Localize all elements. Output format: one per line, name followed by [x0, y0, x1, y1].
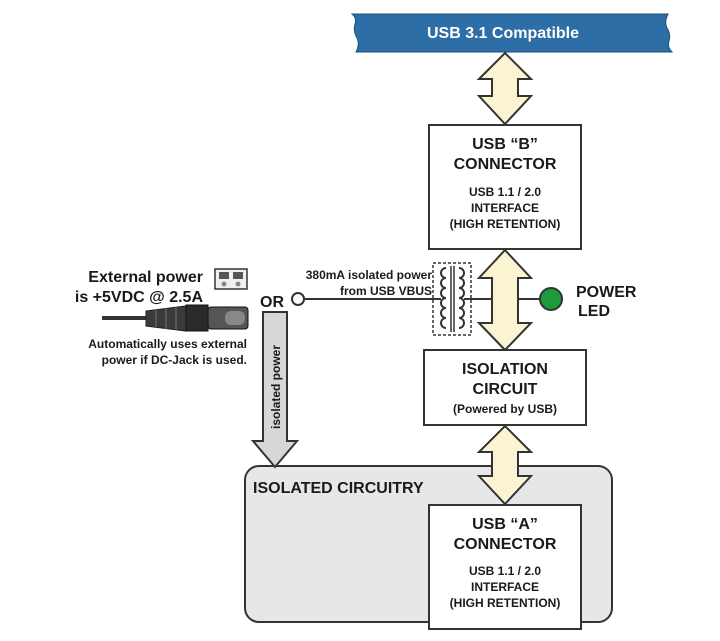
usb-b-title-2: CONNECTOR	[454, 156, 557, 173]
power-led-label-1: POWER	[576, 284, 637, 301]
usb-a-connector-box: USB “A” CONNECTOR USB 1.1 / 2.0 INTERFAC…	[428, 504, 582, 630]
usb-a-sub-1: USB 1.1 / 2.0	[469, 564, 541, 578]
usb-b-sub-3: (HIGH RETENTION)	[450, 217, 561, 231]
terminal-block-icon	[214, 268, 248, 290]
external-power-line-2: is +5VDC @ 2.5A	[75, 289, 204, 306]
usb-compatibility-banner: USB 3.1 Compatible	[350, 13, 674, 53]
usb-a-title-2: CONNECTOR	[454, 536, 557, 553]
banner-label: USB 3.1 Compatible	[427, 25, 579, 42]
usb-a-sub-2: INTERFACE	[471, 580, 539, 594]
power-led: POWER LED	[518, 284, 637, 320]
usb-b-sub-1: USB 1.1 / 2.0	[469, 185, 541, 199]
vbus-power-line-1: 380mA isolated power	[306, 268, 433, 282]
isolated-power-arrow: isolated power	[250, 311, 300, 469]
usb-b-title-1: USB “B”	[472, 136, 538, 153]
double-arrow-banner-usbb	[476, 51, 534, 126]
vbus-power-line-2: from USB VBUS	[340, 284, 432, 298]
external-power-note-2: power if DC-Jack is used.	[102, 353, 247, 367]
usb-a-title-1: USB “A”	[472, 516, 538, 533]
external-power-note-1: Automatically uses external	[88, 337, 247, 351]
vbus-power-line: 380mA isolated power from USB VBUS	[291, 268, 441, 306]
isolation-sub-1: (Powered by USB)	[453, 402, 557, 416]
transformer-coil-icon	[440, 267, 447, 329]
usb-b-connector-box: USB “B” CONNECTOR USB 1.1 / 2.0 INTERFAC…	[428, 124, 582, 250]
external-power-text: External power is +5VDC @ 2.5A Automatic…	[75, 269, 247, 367]
isolated-circuitry-label: ISOLATED CIRCUITRY	[253, 480, 424, 497]
isolation-title-2: CIRCUIT	[473, 381, 538, 398]
isolation-transformer	[432, 262, 492, 336]
external-power-line-1: External power	[88, 269, 203, 286]
power-led-label-2: LED	[578, 303, 610, 320]
or-node-icon	[291, 292, 305, 306]
isolation-circuit-box: ISOLATION CIRCUIT (Powered by USB)	[423, 349, 587, 426]
usb-a-sub-3: (HIGH RETENTION)	[450, 596, 561, 610]
power-led-icon	[539, 287, 563, 311]
usb-b-sub-2: INTERFACE	[471, 201, 539, 215]
isolated-power-label: isolated power	[269, 345, 283, 429]
dc-jack-plug-icon	[102, 304, 249, 332]
isolation-title-1: ISOLATION	[462, 361, 548, 378]
or-label: OR	[260, 294, 284, 311]
